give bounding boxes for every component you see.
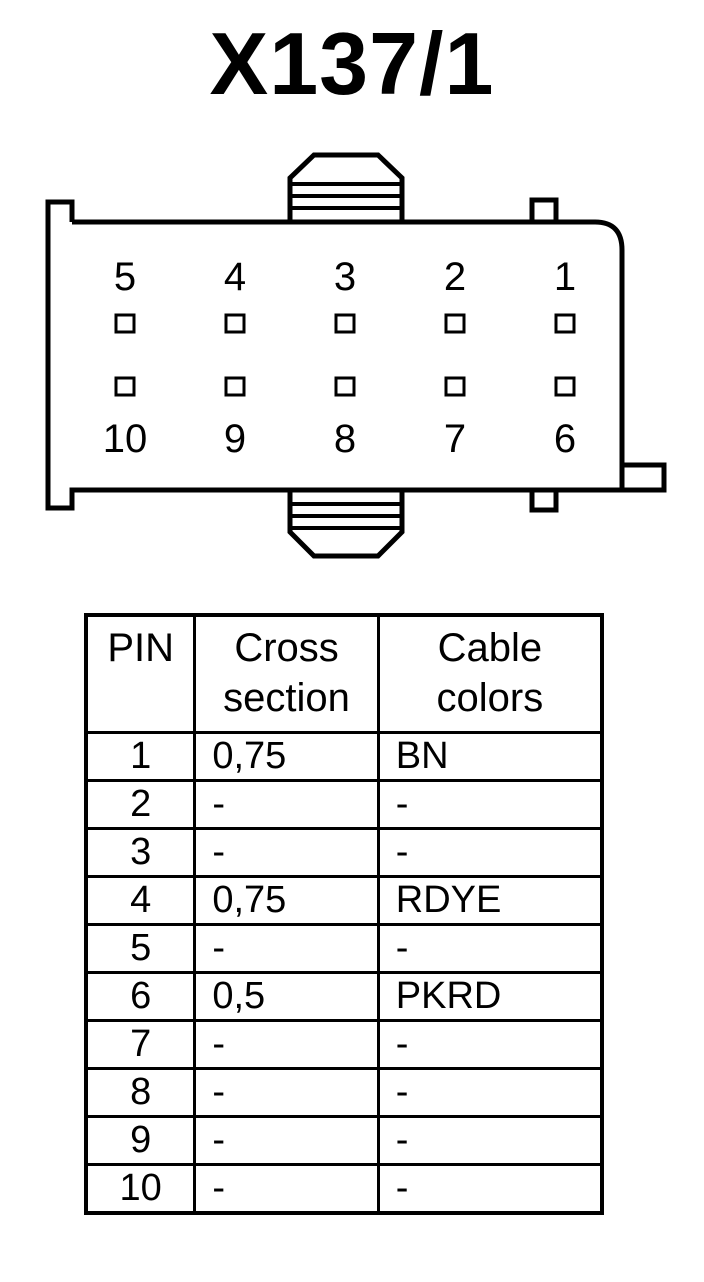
pin-label-4: 4 (224, 255, 246, 299)
table-row: 6 0,5 PKRD (84, 971, 604, 1022)
header-pin-label: PIN (107, 626, 175, 670)
table-row: 3 - - (84, 827, 604, 878)
cell-pin: 3 (84, 827, 197, 878)
cell-pin: 4 (84, 875, 197, 926)
cell-cross-section: - (193, 779, 380, 830)
cell-cross-section: 0,5 (193, 971, 380, 1022)
cell-pin: 6 (84, 971, 197, 1022)
cell-pin: 8 (84, 1067, 197, 1118)
cell-cross-section: 0,75 (193, 875, 380, 926)
cell-cable-color: - (376, 1019, 604, 1070)
cell-cross-section: - (193, 923, 380, 974)
cell-cable-color: RDYE (376, 875, 604, 926)
pin-socket-1 (554, 313, 576, 334)
table-row: 9 - - (84, 1115, 604, 1166)
cell-cross-section: - (193, 1115, 380, 1166)
pin-label-10: 10 (103, 417, 148, 461)
pin-label-8: 8 (334, 417, 356, 461)
lower-right-tab (529, 487, 559, 513)
pin-label-5: 5 (114, 255, 136, 299)
pin-label-6: 6 (554, 417, 576, 461)
connector-diagram: 5 4 3 2 1 10 9 8 7 6 (45, 152, 667, 559)
cell-cable-color: PKRD (376, 971, 604, 1022)
table-row: 4 0,75 RDYE (84, 875, 604, 926)
cell-cross-section: 0,75 (193, 731, 380, 782)
cell-pin: 2 (84, 779, 197, 830)
cell-cable-color: - (376, 1163, 604, 1215)
cell-cable-color: BN (376, 731, 604, 782)
cell-cable-color: - (376, 1067, 604, 1118)
cell-pin: 1 (84, 731, 197, 782)
cell-cable-color: - (376, 779, 604, 830)
header-cross-section-line1: Cross (234, 626, 339, 670)
header-cable-colors-line1: Cable (437, 626, 543, 670)
pin-socket-6 (554, 376, 576, 397)
table-row: 7 - - (84, 1019, 604, 1070)
pin-socket-10 (114, 376, 136, 397)
pin-socket-7 (444, 376, 466, 397)
lower-latch (287, 490, 405, 559)
pin-socket-3 (334, 313, 356, 334)
pin-socket-2 (444, 313, 466, 334)
cell-pin: 10 (84, 1163, 197, 1215)
upper-latch (287, 152, 405, 222)
cell-cable-color: - (376, 827, 604, 878)
header-pin: PIN (84, 613, 197, 734)
table-row: 2 - - (84, 779, 604, 830)
table-header-row: PIN Cross section Cable colors (84, 613, 604, 734)
header-cable-colors-line2: colors (436, 676, 544, 720)
upper-right-tab (529, 197, 559, 225)
cell-pin: 7 (84, 1019, 197, 1070)
pin-label-2: 2 (444, 255, 466, 299)
table-row: 10 - - (84, 1163, 604, 1215)
pin-assignment-table: PIN Cross section Cable colors 1 0,75 BN… (84, 613, 604, 1215)
cell-pin: 5 (84, 923, 197, 974)
cell-cross-section: - (193, 1019, 380, 1070)
header-cross-section: Cross section (193, 613, 380, 734)
connector-housing-outline (45, 199, 667, 511)
cell-cable-color: - (376, 1115, 604, 1166)
cell-cross-section: - (193, 1163, 380, 1215)
connector-title: X137/1 (209, 14, 495, 113)
pin-label-7: 7 (444, 417, 466, 461)
cell-cross-section: - (193, 1067, 380, 1118)
table-row: 8 - - (84, 1067, 604, 1118)
pin-label-3: 3 (334, 255, 356, 299)
header-cross-section-line2: section (223, 676, 350, 720)
pin-label-1: 1 (554, 255, 576, 299)
pin-socket-8 (334, 376, 356, 397)
pin-label-9: 9 (224, 417, 246, 461)
pin-socket-4 (224, 313, 246, 334)
cell-cross-section: - (193, 827, 380, 878)
header-cable-colors: Cable colors (376, 613, 604, 734)
table-row: 5 - - (84, 923, 604, 974)
cell-cable-color: - (376, 923, 604, 974)
pin-socket-9 (224, 376, 246, 397)
pin-socket-5 (114, 313, 136, 334)
cell-pin: 9 (84, 1115, 197, 1166)
table-row: 1 0,75 BN (84, 731, 604, 782)
